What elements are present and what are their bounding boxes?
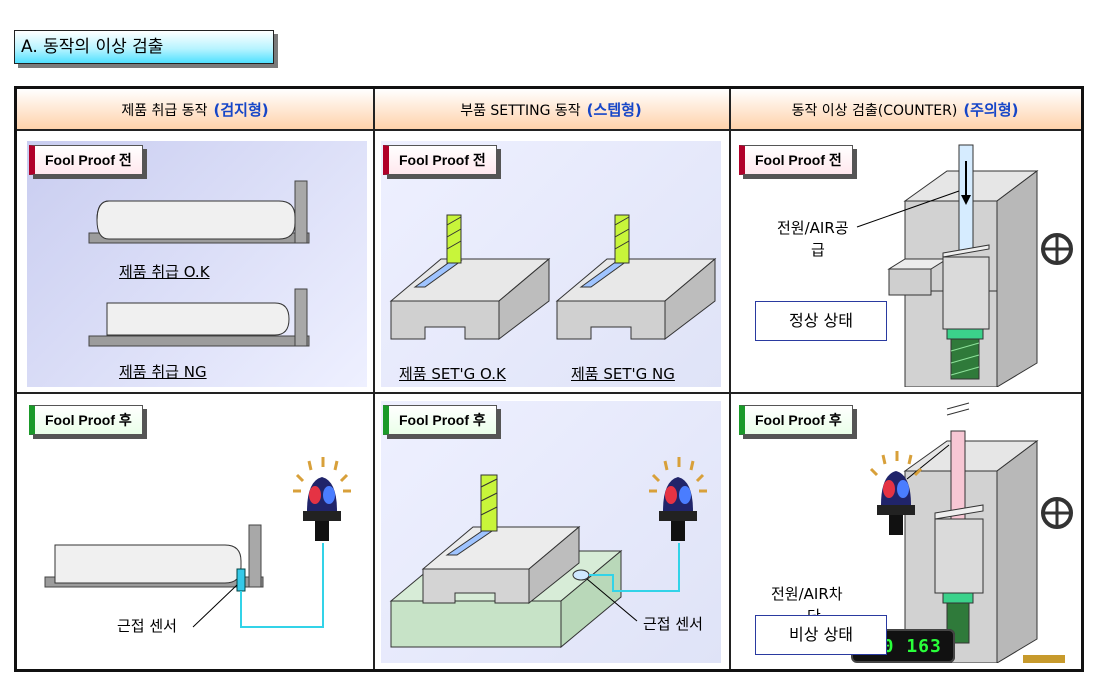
column-header-tag: (검지형) (213, 101, 269, 119)
warning-beacon-icon (869, 451, 923, 535)
column-header-label: 동작 이상 검출(COUNTER) (791, 103, 958, 119)
proximity-sensor-label: 근접 센서 (117, 617, 177, 635)
speaker-icon (1023, 655, 1065, 663)
setting-ok-drawing (389, 214, 717, 341)
column-header-tag: (주의형) (963, 101, 1019, 119)
caption-handling-ok: 제품 취급 O.K (119, 263, 210, 281)
fool-proof-before-label: Fool Proof 전 (383, 145, 497, 175)
caption-handling-ng: 제품 취급 NG (119, 363, 207, 381)
handling-sensor-drawing (44, 457, 351, 628)
fool-proof-after-label: Fool Proof 후 (383, 405, 497, 435)
caption-setting-ng: 제품 SET'G NG (571, 365, 675, 383)
fool-proof-before-label: Fool Proof 전 (29, 145, 143, 175)
warning-beacon-icon (649, 457, 707, 541)
column-header-counter: 동작 이상 검출(COUNTER) (주의형) (729, 89, 1081, 131)
cell-handling-after: Fool Proof 후 근접 센서 (27, 401, 367, 663)
row-divider (17, 392, 1081, 394)
column-header-tag: (스텝형) (586, 101, 642, 119)
column-header-label: 부품 SETTING 동작 (460, 103, 581, 119)
supply-label-line1: 전원/AIR공 (777, 219, 849, 237)
cell-counter-after: Fool Proof 후 (737, 401, 1077, 663)
fool-proof-table: 제품 취급 동작 (검지형) 부품 SETTING 동작 (스텝형) 동작 이상 검… (14, 86, 1084, 672)
cell-setting-after: Fool Proof 후 근접 센서 (381, 401, 721, 663)
supply-label-line2: 급 (811, 241, 825, 259)
column-header-handling: 제품 취급 동작 (검지형) (17, 89, 373, 131)
cell-handling-before: Fool Proof 전 제품 취급 O.K 제품 취급 NG (27, 141, 367, 387)
column-header-label: 제품 취급 동작 (121, 103, 208, 119)
section-title: A. 동작의 이상 검출 (14, 30, 274, 64)
product-ok-drawing (88, 180, 310, 347)
emergency-state-box: 비상 상태 (755, 615, 887, 655)
machine-normal-drawing (856, 144, 1073, 387)
proximity-sensor-label: 근접 센서 (643, 615, 703, 633)
column-divider (373, 89, 375, 669)
column-header-setting: 부품 SETTING 동작 (스텝형) (373, 89, 729, 131)
column-divider (729, 89, 731, 669)
normal-state-box: 정상 상태 (755, 301, 887, 341)
cut-label-line1: 전원/AIR차 (771, 585, 843, 603)
fool-proof-after-label: Fool Proof 후 (29, 405, 143, 435)
fool-proof-before-label: Fool Proof 전 (739, 145, 853, 175)
caption-setting-ok: 제품 SET'G O.K (399, 365, 506, 383)
warning-beacon-icon (293, 457, 351, 541)
cell-setting-before: Fool Proof 전 제품 SET'G O.K 제품 SET'G NG (381, 141, 721, 387)
setting-sensor-drawing (389, 457, 707, 649)
fool-proof-after-label: Fool Proof 후 (739, 405, 853, 435)
cell-counter-before: Fool Proof 전 전원/AIR공 급 정상 상태 (737, 141, 1077, 387)
